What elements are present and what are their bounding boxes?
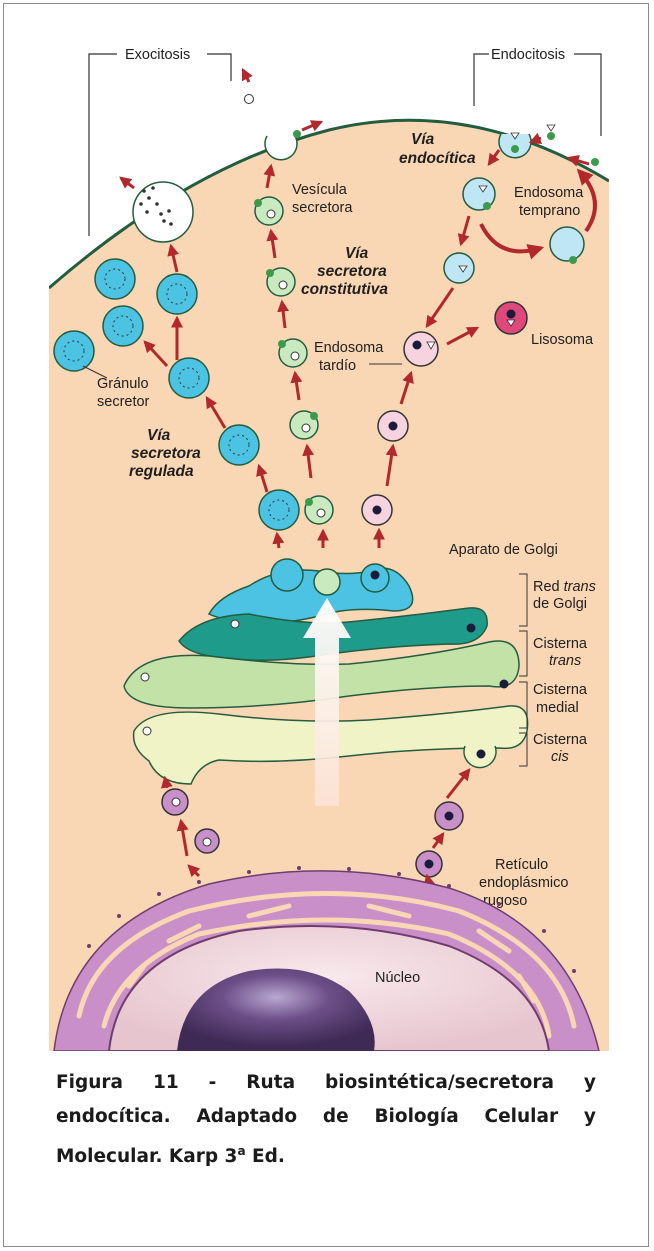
label-via-regulada-2: secretora [131,445,201,462]
caption-superscript: a [237,1144,245,1158]
label-cisterna-cis-2: cis [551,749,569,765]
label-cisterna-cis-1: Cisterna [533,732,588,748]
label-cisterna-trans-1: Cisterna [533,636,588,652]
label-lisosoma: Lisosoma [531,332,594,348]
figure-caption: Figura 11 - Ruta biosintética/secretora … [56,1066,596,1174]
endocitosis-bracket [474,54,601,136]
label-via-regulada-3: regulada [129,463,194,480]
label-via-constitutiva-1: Vía [345,245,369,262]
label-vesicula-2: secretora [292,200,353,216]
label-endosoma-temprano-2: temprano [519,203,580,219]
label-via-constitutiva-2: secretora [317,263,387,280]
label-exocitosis: Exocitosis [125,47,190,63]
label-aparato-golgi: Aparato de Golgi [449,542,558,558]
label-endosoma-tardio-2: tardío [319,358,356,374]
caption-tail: Ed. [246,1146,285,1167]
exocytic-granule [133,182,193,242]
label-via-regulada-1: Vía [147,427,171,444]
label-cisterna-medial-2: medial [536,700,579,716]
released-vesicle [245,95,254,104]
label-reticulo-1: Retículo [495,857,548,873]
label-cisterna-trans-2: trans [549,653,581,669]
biosynthetic-secretory-diagram: Exocitosis Endocitosis Vía endocítica En… [49,26,609,1051]
recycling-endosome [550,227,584,261]
label-endocitosis: Endocitosis [491,47,565,63]
label-endosoma-temprano-1: Endosoma [514,185,584,201]
label-granulo-1: Gránulo [97,376,149,392]
label-reticulo-2: endoplásmico [479,875,568,891]
caption-text: Figura 11 - Ruta biosintética/secretora … [56,1072,596,1167]
label-granulo-2: secretor [97,394,150,410]
label-nucleo: Núcleo [375,970,420,986]
fusing-vesicle [265,136,297,160]
late-endosome [404,332,438,366]
label-endosoma-tardio-1: Endosoma [314,340,384,356]
label-via-endocitica-2: endocítica [399,150,476,167]
figure-frame: Exocitosis Endocitosis Vía endocítica En… [3,3,649,1247]
label-red-trans-1: Red trans [533,579,596,595]
label-via-endocitica-1: Vía [411,131,435,148]
label-vesicula-1: Vesícula [292,182,348,198]
label-via-constitutiva-3: constitutiva [301,281,388,298]
label-red-trans-2: de Golgi [533,596,587,612]
transport-endosome [444,253,474,283]
label-cisterna-medial-1: Cisterna [533,682,588,698]
